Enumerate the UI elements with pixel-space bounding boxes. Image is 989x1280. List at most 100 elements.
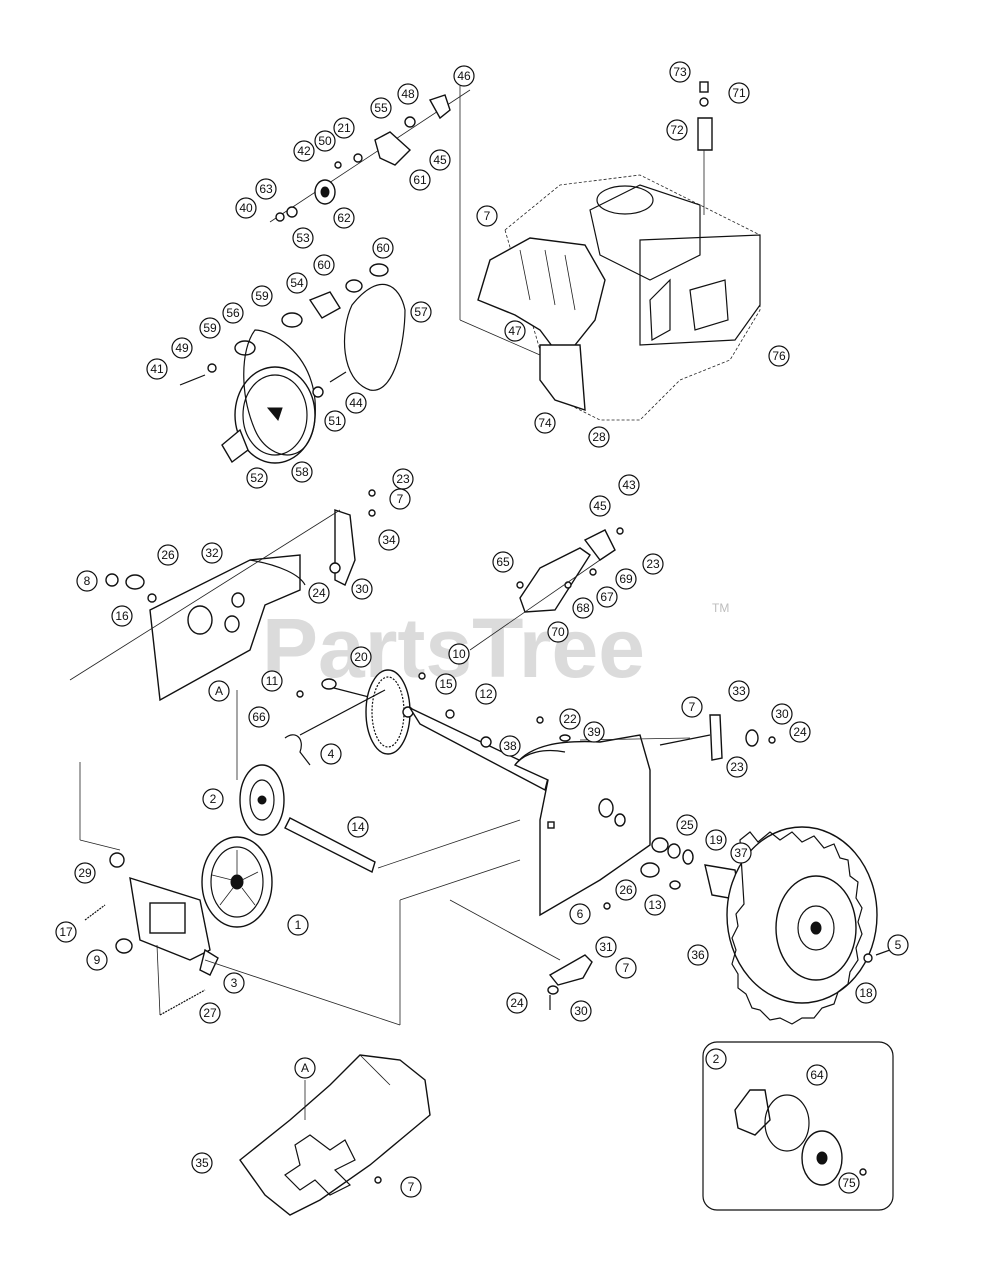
callout-label: 34 <box>382 533 396 547</box>
part-callout-36: 36 <box>687 944 709 966</box>
belt-cover <box>459 86 606 411</box>
lower-bracket <box>449 899 593 1010</box>
callout-circle <box>400 1176 422 1198</box>
left-side-plate <box>69 489 376 702</box>
callout-circle <box>55 921 77 943</box>
part-callout-57: 57 <box>410 301 432 323</box>
part-callout-45: 45 <box>429 149 451 171</box>
bottom-cover <box>239 1054 431 1216</box>
callout-label: 36 <box>691 948 705 962</box>
callout-label: 44 <box>349 396 363 410</box>
callout-circle <box>292 227 314 249</box>
callout-circle <box>246 467 268 489</box>
callout-circle <box>409 169 431 191</box>
part-callout-38: 38 <box>499 735 521 757</box>
callout-circle <box>676 814 698 836</box>
part-callout-49: 49 <box>171 337 193 359</box>
part-callout-25: 25 <box>676 814 698 836</box>
callout-circle <box>559 708 581 730</box>
callout-label: 21 <box>337 121 351 135</box>
callout-circle <box>287 914 309 936</box>
callout-circle <box>595 936 617 958</box>
callout-label: 23 <box>396 472 410 486</box>
callout-circle <box>615 568 637 590</box>
callout-circle <box>286 272 308 294</box>
part-callout-71: 71 <box>728 82 750 104</box>
callout-circle <box>728 680 750 702</box>
part-callout-58: 58 <box>291 461 313 483</box>
callout-label: 72 <box>670 123 684 137</box>
right-side-plate <box>513 716 711 917</box>
callout-label: 68 <box>576 601 590 615</box>
callout-circle <box>855 982 877 1004</box>
part-callout-23: 23 <box>642 553 664 575</box>
callout-label: 26 <box>619 883 633 897</box>
part-callout-5: 5 <box>887 934 909 956</box>
part-callout-2: 2 <box>202 788 224 810</box>
callout-circle <box>492 551 514 573</box>
callout-label: 63 <box>259 182 273 196</box>
callout-circle <box>314 130 336 152</box>
callout-circle <box>261 670 283 692</box>
part-callout-41: 41 <box>146 358 168 380</box>
part-callout-52: 52 <box>246 467 268 489</box>
callout-label: 22 <box>563 712 577 726</box>
callout-label: 45 <box>433 153 447 167</box>
part-callout-22: 22 <box>559 708 581 730</box>
idler-assembly <box>179 89 471 464</box>
callout-label: 40 <box>239 201 253 215</box>
part-callout-12: 12 <box>475 683 497 705</box>
callout-circle <box>313 254 335 276</box>
part-callout-16: 16 <box>111 605 133 627</box>
part-callout-74: 74 <box>534 412 556 434</box>
callout-label: 54 <box>290 276 304 290</box>
part-callout-56: 56 <box>222 302 244 324</box>
callout-label: A <box>301 1061 309 1075</box>
part-callout-42: 42 <box>293 140 315 162</box>
callout-label: 56 <box>226 306 240 320</box>
callout-label: 12 <box>479 687 493 701</box>
part-callout-29: 29 <box>74 862 96 884</box>
part-callout-26: 26 <box>615 879 637 901</box>
callout-label: 2 <box>210 792 217 806</box>
callout-label: 32 <box>205 546 219 560</box>
part-callout-69: 69 <box>615 568 637 590</box>
callout-label: 24 <box>510 996 524 1010</box>
drive-pulley <box>201 836 273 928</box>
callout-label: 71 <box>732 86 746 100</box>
callout-label: 46 <box>457 69 471 83</box>
part-callout-3: 3 <box>223 972 245 994</box>
callout-label: 66 <box>252 710 266 724</box>
part-callout-53: 53 <box>292 227 314 249</box>
callout-circle <box>838 1172 860 1194</box>
wheel <box>726 826 891 1025</box>
callout-label: 25 <box>680 818 694 832</box>
callout-label: 50 <box>318 134 332 148</box>
callout-label: 53 <box>296 231 310 245</box>
callout-circle <box>294 1057 316 1079</box>
callout-circle <box>588 426 610 448</box>
part-callout-75: 75 <box>838 1172 860 1194</box>
callout-label: 30 <box>355 582 369 596</box>
callout-label: 17 <box>59 925 73 939</box>
callout-circle <box>389 488 411 510</box>
callout-circle <box>806 1064 828 1086</box>
part-callout-2: 2 <box>705 1048 727 1070</box>
part-callout-35: 35 <box>191 1152 213 1174</box>
part-callout-7: 7 <box>400 1176 422 1198</box>
callout-label: 9 <box>94 953 101 967</box>
callout-label: 60 <box>317 258 331 272</box>
callout-label: 16 <box>115 609 129 623</box>
callout-label: 7 <box>623 961 630 975</box>
callout-label: 14 <box>351 820 365 834</box>
shift-bracket <box>469 527 624 651</box>
callout-label: 43 <box>622 478 636 492</box>
callout-label: 7 <box>689 700 696 714</box>
part-callout-4: 4 <box>320 743 342 765</box>
callout-label: 57 <box>414 305 428 319</box>
part-callout-10: 10 <box>448 643 470 665</box>
callout-label: 6 <box>577 907 584 921</box>
part-callout-67: 67 <box>596 586 618 608</box>
part-callout-60: 60 <box>313 254 335 276</box>
callout-label: 64 <box>810 1068 824 1082</box>
